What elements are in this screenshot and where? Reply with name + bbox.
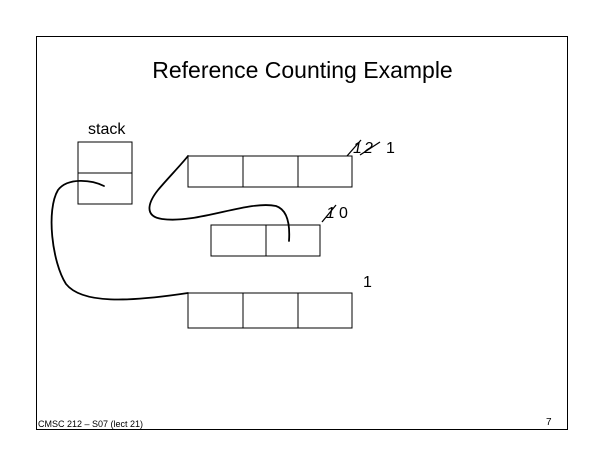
footer-course-label: CMSC 212 – S07 (lect 21) <box>38 419 144 429</box>
object-middle-cell-2 <box>265 224 321 257</box>
strike-mark <box>321 204 337 223</box>
reference-stack-to-bottom <box>50 179 189 301</box>
stack-label: stack <box>88 121 126 138</box>
object-bottom <box>187 292 353 329</box>
object-bottom-current-count: 1 <box>363 274 372 291</box>
object-middle-struck-count: 1 <box>326 205 335 222</box>
object-top-cell-2 <box>242 155 299 188</box>
stack-frame <box>77 141 133 205</box>
object-top <box>187 155 353 188</box>
object-top-cell-3 <box>297 155 353 188</box>
strike-mark <box>346 139 362 157</box>
object-bottom-cell-2 <box>242 292 299 329</box>
object-bottom-cell-3 <box>297 292 353 329</box>
object-middle-cell-1 <box>210 224 267 257</box>
page-number: 7 <box>546 417 552 428</box>
object-top-current-count: 1 <box>386 140 395 157</box>
object-middle-current-count: 0 <box>339 205 348 222</box>
object-bottom-cell-1 <box>187 292 244 329</box>
object-top-struck-count-2: 2 <box>363 140 373 157</box>
object-top-struck-count-1: 1 <box>353 140 362 157</box>
strike-mark <box>359 141 381 156</box>
stack-slot-top <box>77 141 133 174</box>
reference-middle-to-top <box>148 155 291 242</box>
slide-frame <box>36 36 568 430</box>
slide-title: Reference Counting Example <box>152 57 453 83</box>
object-middle <box>210 224 321 257</box>
stack-slot-bottom <box>77 172 133 205</box>
object-top-cell-1 <box>187 155 244 188</box>
reference-lines <box>50 155 291 301</box>
